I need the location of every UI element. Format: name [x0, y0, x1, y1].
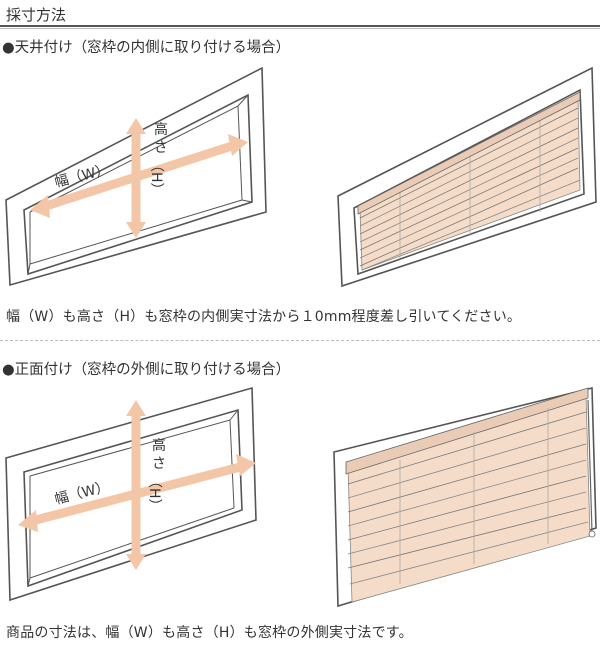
section2-height-label-1: 高	[152, 437, 166, 454]
section1-figure: 幅（W） 高 さ （H）	[5, 66, 597, 288]
section2-figure: 幅（W） 高 さ （H）	[5, 386, 597, 608]
page-title: 採寸方法	[6, 6, 67, 24]
section2-heading: ●正面付け（窓枠の外側に取り付ける場合）	[2, 362, 291, 378]
section2-blind	[345, 387, 596, 603]
section1-heading: ●天井付け（窓枠の内側に取り付ける場合）	[2, 40, 291, 56]
section-separator	[0, 340, 600, 341]
section2-height-label-3: （H）	[146, 474, 162, 513]
section1-blind	[357, 91, 581, 271]
section1-height-label-2: さ	[154, 140, 168, 156]
section1-height-label-1: 高	[154, 121, 168, 138]
title-divider	[0, 25, 600, 27]
section1-description: 幅（W）も高さ（H）も窓枠の内側実寸法から１0mm程度差し引いてください。	[6, 309, 522, 325]
title-divider-thin	[0, 28, 600, 29]
section2-height-label-2: さ	[152, 456, 166, 472]
section1-arrows	[30, 118, 248, 238]
section1-height-label-3: （H）	[148, 158, 164, 197]
section2-description: 商品の寸法は、幅（W）も高さ（H）も窓枠の外側実寸法です。	[6, 625, 413, 641]
section2-arrows	[18, 400, 256, 570]
